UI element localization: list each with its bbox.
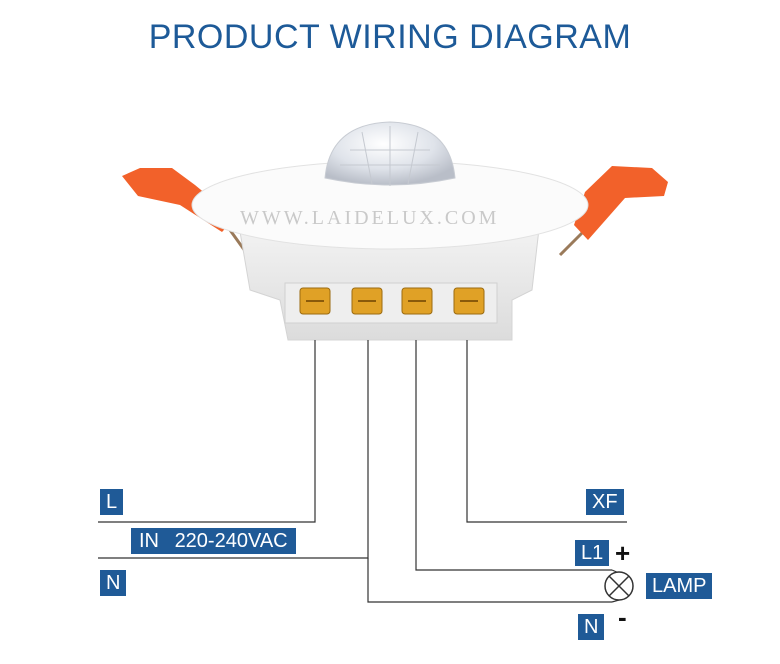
label-neutral-right: N [578,614,605,640]
right-clip [574,166,668,240]
label-lamp: LAMP [646,573,713,599]
label-in: IN [139,530,159,552]
wire-xf [466,340,627,523]
wire-live-in [98,340,316,523]
page-title: PRODUCT WIRING DIAGRAM [148,18,632,56]
wires [98,340,627,603]
label-l1: L1 [575,540,610,566]
wire-l1 [415,340,612,571]
minus-sign: - [618,602,627,632]
wire-neutral-lamp [367,558,612,603]
motion-sensor-device [122,121,668,341]
watermark: WWW.LAIDELUX.COM [240,207,500,229]
label-neutral-left: N [100,570,127,596]
label-live: L [100,489,124,515]
label-xf: XF [586,489,624,515]
wire-neutral-in [98,340,369,559]
plus-sign: + [615,538,631,568]
terminal-block [299,287,485,315]
label-voltage: 220-240VAC [174,530,288,552]
lamp-symbol-icon [604,571,634,601]
label-input: IN 220-240VAC [131,528,296,554]
